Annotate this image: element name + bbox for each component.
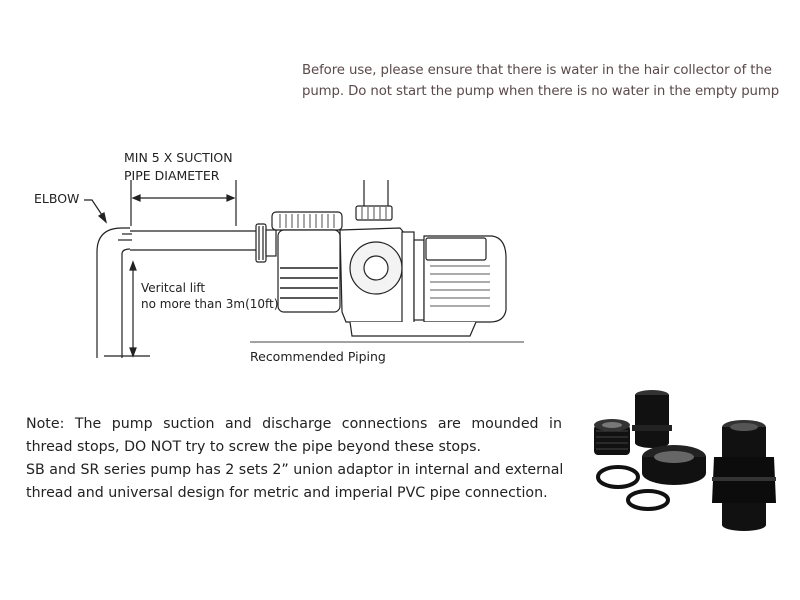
union-adaptor-fittings-image: [594, 390, 776, 531]
threaded-adaptor-fitting: [594, 419, 630, 455]
vertical-lift-label-line1: Veritcal lift: [141, 281, 205, 295]
union-nut-fitting: [642, 445, 706, 485]
diagram-caption: Recommended Piping: [250, 349, 386, 364]
assembled-union-fitting: [712, 420, 776, 531]
pump-illustration: [255, 180, 507, 337]
min-suction-label-line1: MIN 5 X SUCTION: [124, 150, 233, 165]
tall-adaptor-fitting: [632, 390, 672, 448]
recommended-piping-diagram: MIN 5 X SUCTION PIPE DIAMETER ELBOW Veri…: [34, 150, 524, 364]
note-line-3: SB and SR series pump has 2 sets 2” unio…: [26, 462, 564, 478]
min-suction-label-line2: PIPE DIAMETER: [124, 168, 220, 183]
elbow-outer: [96, 227, 130, 268]
warning-line-2: pump. Do not start the pump when there i…: [302, 84, 780, 99]
pre-use-warning: Before use, please ensure that there is …: [302, 60, 782, 102]
elbow-leader-line: [84, 199, 105, 219]
elbow-label: ELBOW: [34, 191, 79, 206]
warning-line-1: Before use, please ensure that there is …: [302, 63, 772, 78]
o-ring-bottom: [626, 489, 670, 511]
o-ring-left: [596, 465, 640, 489]
connection-note: Note: The pump suction and discharge con…: [26, 413, 564, 505]
note-line-2: thread stops, DO NOT try to screw the pi…: [26, 439, 481, 455]
vertical-lift-label-line2: no more than 3m(10ft): [141, 297, 278, 311]
note-line-4: thread and universal design for metric a…: [26, 485, 548, 501]
elbow-inner: [121, 248, 131, 268]
note-line-1: Note: The pump suction and discharge con…: [26, 416, 562, 432]
